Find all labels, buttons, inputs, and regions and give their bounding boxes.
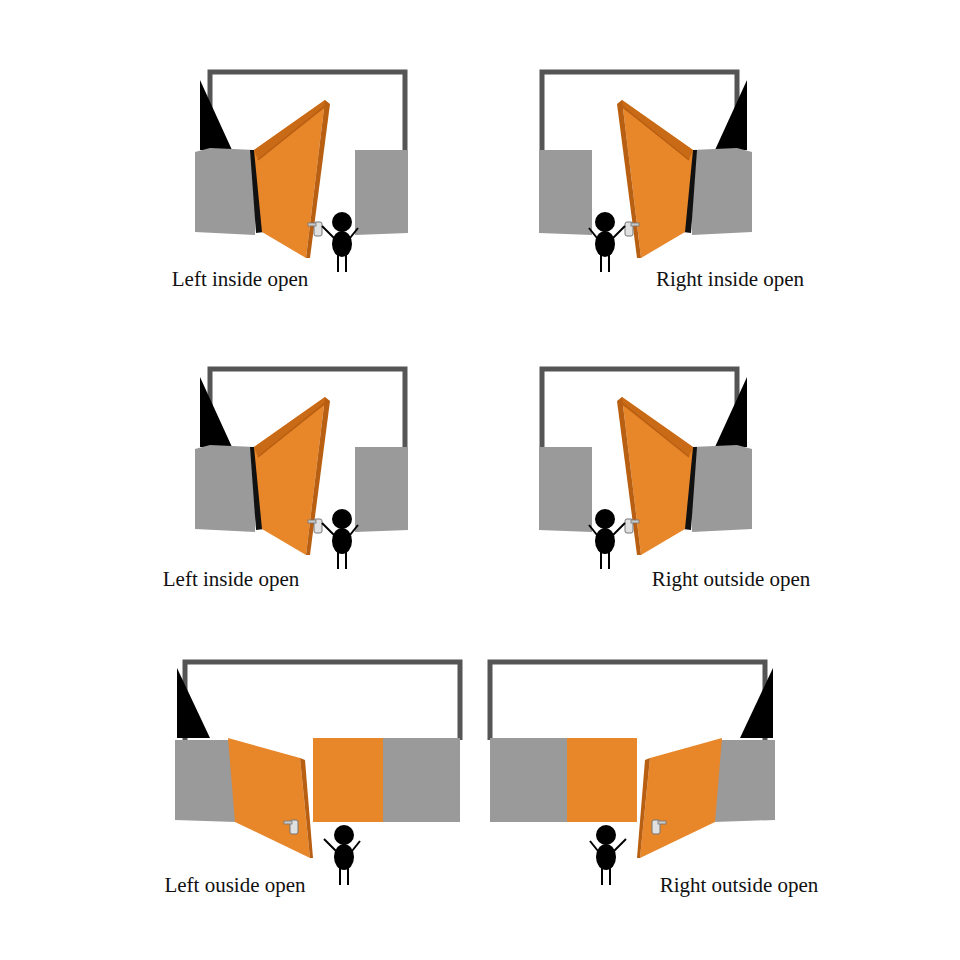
door-label: Left inside open	[172, 267, 308, 292]
door-left-inside	[195, 369, 408, 569]
door-right-inside	[539, 72, 752, 272]
door-label: Right inside open	[656, 267, 804, 292]
door-label: Right outside open	[660, 873, 819, 898]
door-label: Left inside open	[163, 567, 299, 592]
door-right-outside	[539, 369, 752, 569]
door-label: Right outside open	[652, 567, 811, 592]
door-left-outside	[175, 662, 460, 885]
door-right-outside	[490, 662, 775, 885]
door-left-inside	[195, 72, 408, 272]
door-label: Left ouside open	[164, 873, 305, 898]
